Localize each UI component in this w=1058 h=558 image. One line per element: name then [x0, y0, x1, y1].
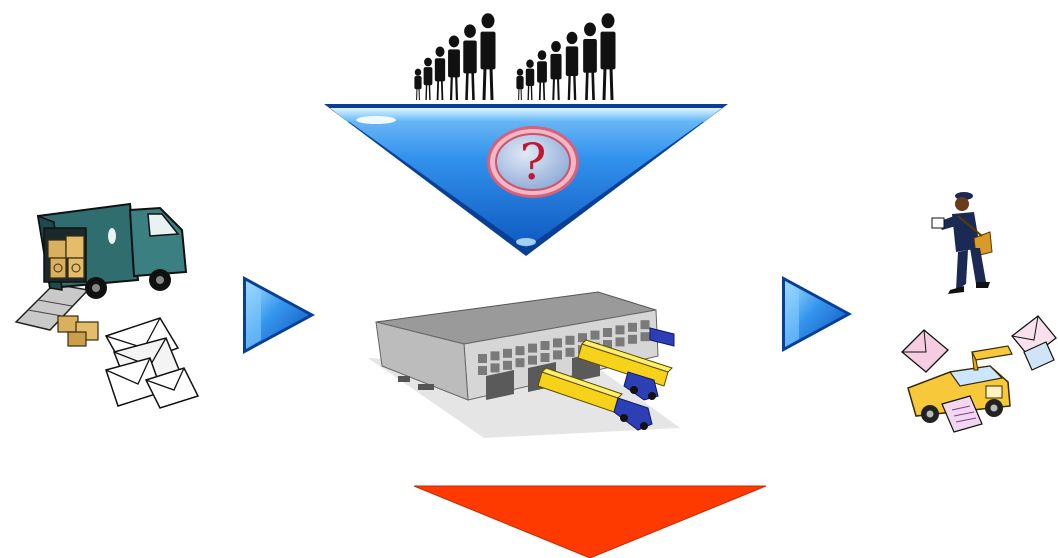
warehouse-window — [528, 355, 537, 365]
person-figure — [516, 68, 524, 101]
warehouse-window — [503, 348, 512, 358]
warehouse-window — [578, 333, 587, 343]
warehouse-window — [640, 332, 650, 342]
warehouse-window — [628, 322, 637, 332]
warehouse-window — [603, 328, 612, 337]
people-queue-icon — [414, 8, 620, 102]
warehouse-window — [515, 358, 525, 368]
person-figure — [565, 31, 579, 101]
right-arrow-right — [782, 276, 852, 352]
warehouse-window — [478, 354, 487, 363]
warehouse-window — [640, 320, 650, 330]
question-mark: ? — [519, 133, 547, 191]
warehouse-window — [528, 343, 537, 353]
person-figure — [537, 50, 547, 101]
red-down-arrow — [413, 485, 767, 558]
warehouse-window — [490, 363, 500, 373]
person-figure — [434, 46, 446, 101]
warehouse-window — [615, 337, 625, 347]
right-arrow-left — [243, 276, 315, 354]
warehouse-window — [565, 335, 575, 345]
person-figure — [550, 40, 562, 101]
warehouse-icon — [368, 288, 680, 440]
warehouse-window — [565, 347, 575, 357]
person-figure — [600, 13, 616, 101]
warehouse-window — [553, 350, 562, 360]
warehouse-window — [553, 338, 562, 348]
person-figure — [414, 68, 422, 101]
warehouse-window — [628, 334, 637, 344]
question-badge — [485, 124, 581, 200]
person-figure — [480, 13, 496, 101]
person-figure — [583, 22, 597, 101]
warehouse-window — [590, 330, 600, 340]
warehouse-window — [540, 353, 550, 362]
warehouse-window — [615, 325, 625, 335]
delivery-truck-icon — [10, 196, 208, 410]
warehouse-window — [478, 366, 487, 375]
warehouse-window — [540, 341, 550, 350]
mail-delivery-car-icon — [890, 312, 1058, 444]
warehouse-window — [503, 360, 512, 370]
warehouse-window — [490, 351, 500, 361]
person-figure — [423, 57, 433, 101]
person-figure — [448, 35, 460, 101]
mail-courier-icon — [930, 186, 994, 294]
warehouse-window — [603, 340, 612, 349]
warehouse-window — [515, 346, 525, 356]
person-figure — [525, 59, 535, 101]
person-figure — [463, 24, 477, 101]
